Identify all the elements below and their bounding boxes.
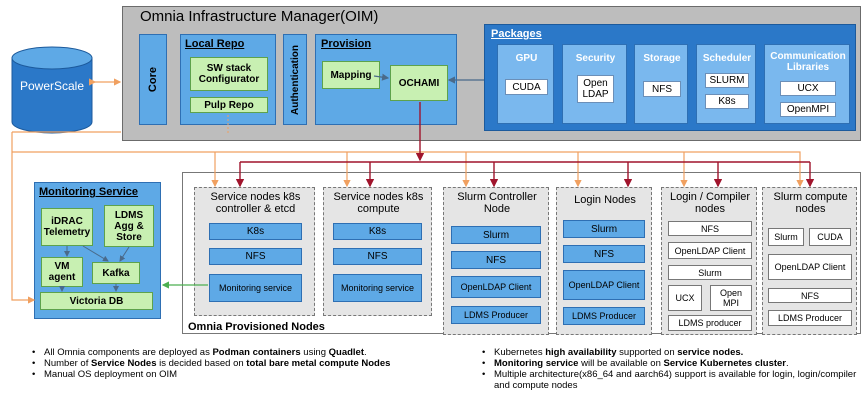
node-item: NFS <box>333 248 422 265</box>
packages-title: Packages <box>491 28 542 40</box>
node-item: OpenLDAP Client <box>768 254 852 280</box>
provisioned-nodes-label: Omnia Provisioned Nodes <box>188 321 325 333</box>
package-nfs: NFS <box>643 81 681 97</box>
package-security-title: Security <box>575 53 616 64</box>
powerscale-label: PowerScale <box>19 79 85 93</box>
node-col-title: Login Nodes <box>574 194 636 206</box>
core-label: Core <box>147 66 159 93</box>
package-k8s: K8s <box>705 94 749 109</box>
package-scheduler-title: Scheduler <box>702 53 752 64</box>
provision-title: Provision <box>321 38 372 50</box>
node-item: Slurm <box>563 220 645 238</box>
node-item: NFS <box>209 248 302 265</box>
notes-left: All Omnia components are deployed as Pod… <box>30 347 450 380</box>
pulp-repo: Pulp Repo <box>190 97 268 113</box>
package-communication: Communication Libraries UCX OpenMPI <box>764 44 850 124</box>
package-communication-title: Communication Libraries <box>770 51 846 73</box>
note-item: Kubernetes high availability supported o… <box>480 347 860 358</box>
sw-stack-configurator: SW stack Configurator <box>190 57 268 91</box>
node-item: Monitoring service <box>333 274 422 302</box>
note-item: Number of Service Nodes is decided based… <box>30 358 450 369</box>
package-openmpi: OpenMPI <box>780 102 836 117</box>
authentication-box: Authentication <box>283 34 307 125</box>
notes-right: Kubernetes high availability supported o… <box>480 347 860 391</box>
package-cuda: CUDA <box>505 79 548 95</box>
package-scheduler: Scheduler SLURM K8s <box>696 44 756 124</box>
node-item: OpenLDAP Client <box>668 242 752 259</box>
node-item: K8s <box>333 223 422 240</box>
note-item: Multiple architecture(x86_64 and aarch64… <box>480 369 860 391</box>
node-col-title: Login / Compiler nodes <box>669 191 751 215</box>
oim-title: Omnia Infrastructure Manager(OIM) <box>140 8 379 25</box>
node-col-title: Slurm Controller Node <box>457 191 537 215</box>
node-item: LDMS Producer <box>768 310 852 326</box>
kafka: Kafka <box>92 262 140 284</box>
package-storage-title: Storage <box>643 53 681 64</box>
package-security: Security Open LDAP <box>562 44 627 124</box>
package-storage: Storage NFS <box>634 44 688 124</box>
powerscale-cylinder <box>11 46 93 134</box>
node-item: LDMS Producer <box>563 307 645 325</box>
package-ucx: UCX <box>780 81 836 96</box>
node-item: Slurm <box>451 226 541 244</box>
idrac-telemetry: iDRAC Telemetry <box>41 208 93 246</box>
node-item: LDMS Producer <box>451 306 541 324</box>
victoria-db: Victoria DB <box>40 292 153 310</box>
node-item: Slurm <box>668 265 752 280</box>
node-item: OpenLDAP Client <box>451 276 541 298</box>
node-item: OpenLDAP Client <box>563 270 645 300</box>
node-item: Monitoring service <box>209 274 302 302</box>
local-repo-box: Local Repo SW stack Configurator Pulp Re… <box>180 34 276 125</box>
node-col-slurm-controller: Slurm Controller Node Slurm NFS OpenLDAP… <box>443 187 549 335</box>
node-item: NFS <box>563 245 645 263</box>
provision-box: Provision Mapping OCHAMI <box>315 34 457 125</box>
core-box: Core <box>139 34 167 125</box>
note-item: All Omnia components are deployed as Pod… <box>30 347 450 358</box>
package-gpu: GPU CUDA <box>497 44 554 124</box>
package-openldap: Open LDAP <box>577 75 614 103</box>
node-item: Open MPI <box>710 285 752 311</box>
ldms-agg-store: LDMS Agg & Store <box>104 205 154 247</box>
node-item: Slurm <box>768 228 804 246</box>
local-repo-title: Local Repo <box>185 38 245 50</box>
node-col-k8s-controller: Service nodes k8s controller & etcd K8s … <box>194 187 315 316</box>
node-col-title: Slurm compute nodes <box>773 191 848 215</box>
node-item: CUDA <box>809 228 851 246</box>
vm-agent: VM agent <box>41 257 83 287</box>
authentication-label: Authentication <box>289 44 301 115</box>
note-item: Manual OS deployment on OIM <box>30 369 450 380</box>
node-col-login: Login Nodes Slurm NFS OpenLDAP Client LD… <box>556 187 652 335</box>
monitoring-title: Monitoring Service <box>39 186 139 198</box>
node-item: UCX <box>668 285 702 311</box>
node-item: NFS <box>668 221 752 236</box>
package-gpu-title: GPU <box>515 53 538 64</box>
node-col-title: Service nodes k8s compute <box>333 191 424 215</box>
node-col-slurm-compute: Slurm compute nodes Slurm CUDA OpenLDAP … <box>762 187 857 335</box>
node-col-login-compiler: Login / Compiler nodes NFS OpenLDAP Clie… <box>661 187 757 335</box>
note-item: Monitoring service will be available on … <box>480 358 860 369</box>
ochami-box: OCHAMI <box>390 65 448 101</box>
node-item: K8s <box>209 223 302 240</box>
node-item: NFS <box>768 288 852 303</box>
node-col-title: Service nodes k8s controller & etcd <box>210 191 301 215</box>
node-col-k8s-compute: Service nodes k8s compute K8s NFS Monito… <box>323 187 432 316</box>
node-item: NFS <box>451 251 541 269</box>
package-slurm: SLURM <box>705 73 749 88</box>
mapping-box: Mapping <box>322 61 380 89</box>
node-item: LDMS producer <box>668 315 752 331</box>
